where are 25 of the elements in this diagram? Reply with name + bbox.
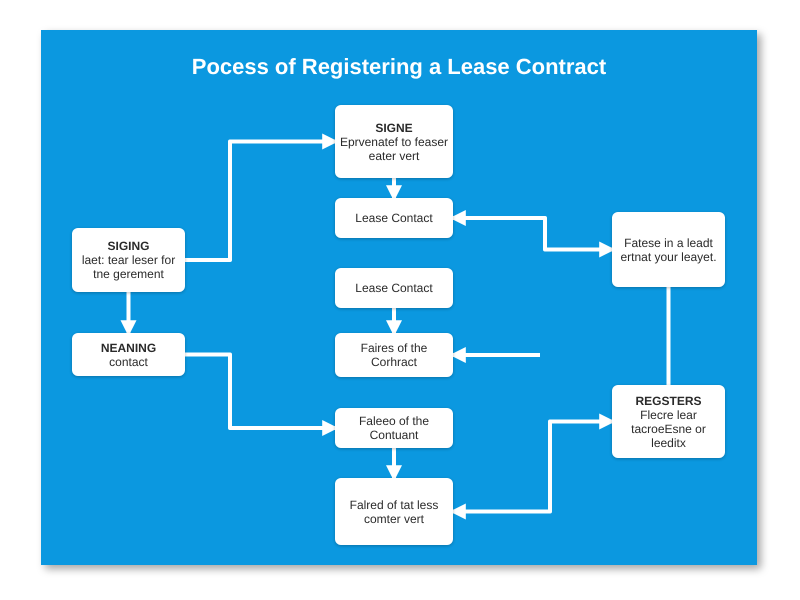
process-box xyxy=(335,268,453,308)
box-text: Faleeo of the Contuant xyxy=(358,414,430,442)
box-text: Fatese in a leadt ertnat your leayet. xyxy=(619,236,718,264)
box-text: contact xyxy=(109,354,148,368)
process-box xyxy=(335,105,453,178)
box-text: Lease Contact xyxy=(355,281,433,295)
process-box xyxy=(335,333,453,377)
box-text: Eprvenatef to feaser eater vert xyxy=(339,134,449,162)
box-heading: SIGING xyxy=(107,239,150,253)
process-box xyxy=(72,228,185,292)
diagram-title: Pocess of Registering a Lease Contract xyxy=(190,53,608,81)
box-text: Falred of tat less comter vert xyxy=(348,498,440,526)
process-box xyxy=(72,333,185,376)
box-text: Flecre lear tacroeEsne or leeditx xyxy=(630,408,707,450)
box-heading: REGSTERS xyxy=(635,394,702,408)
box-text: Faires of the Corhract xyxy=(360,341,428,369)
process-box xyxy=(335,408,453,448)
box-text: laet: tear leser for tne gerement xyxy=(80,253,176,281)
process-box xyxy=(612,212,725,287)
process-box xyxy=(335,478,453,545)
box-heading: SIGNE xyxy=(375,120,413,134)
process-box xyxy=(335,198,453,238)
process-box xyxy=(612,385,725,458)
box-heading: NEANING xyxy=(100,340,156,354)
box-text: Lease Contact xyxy=(355,211,433,225)
